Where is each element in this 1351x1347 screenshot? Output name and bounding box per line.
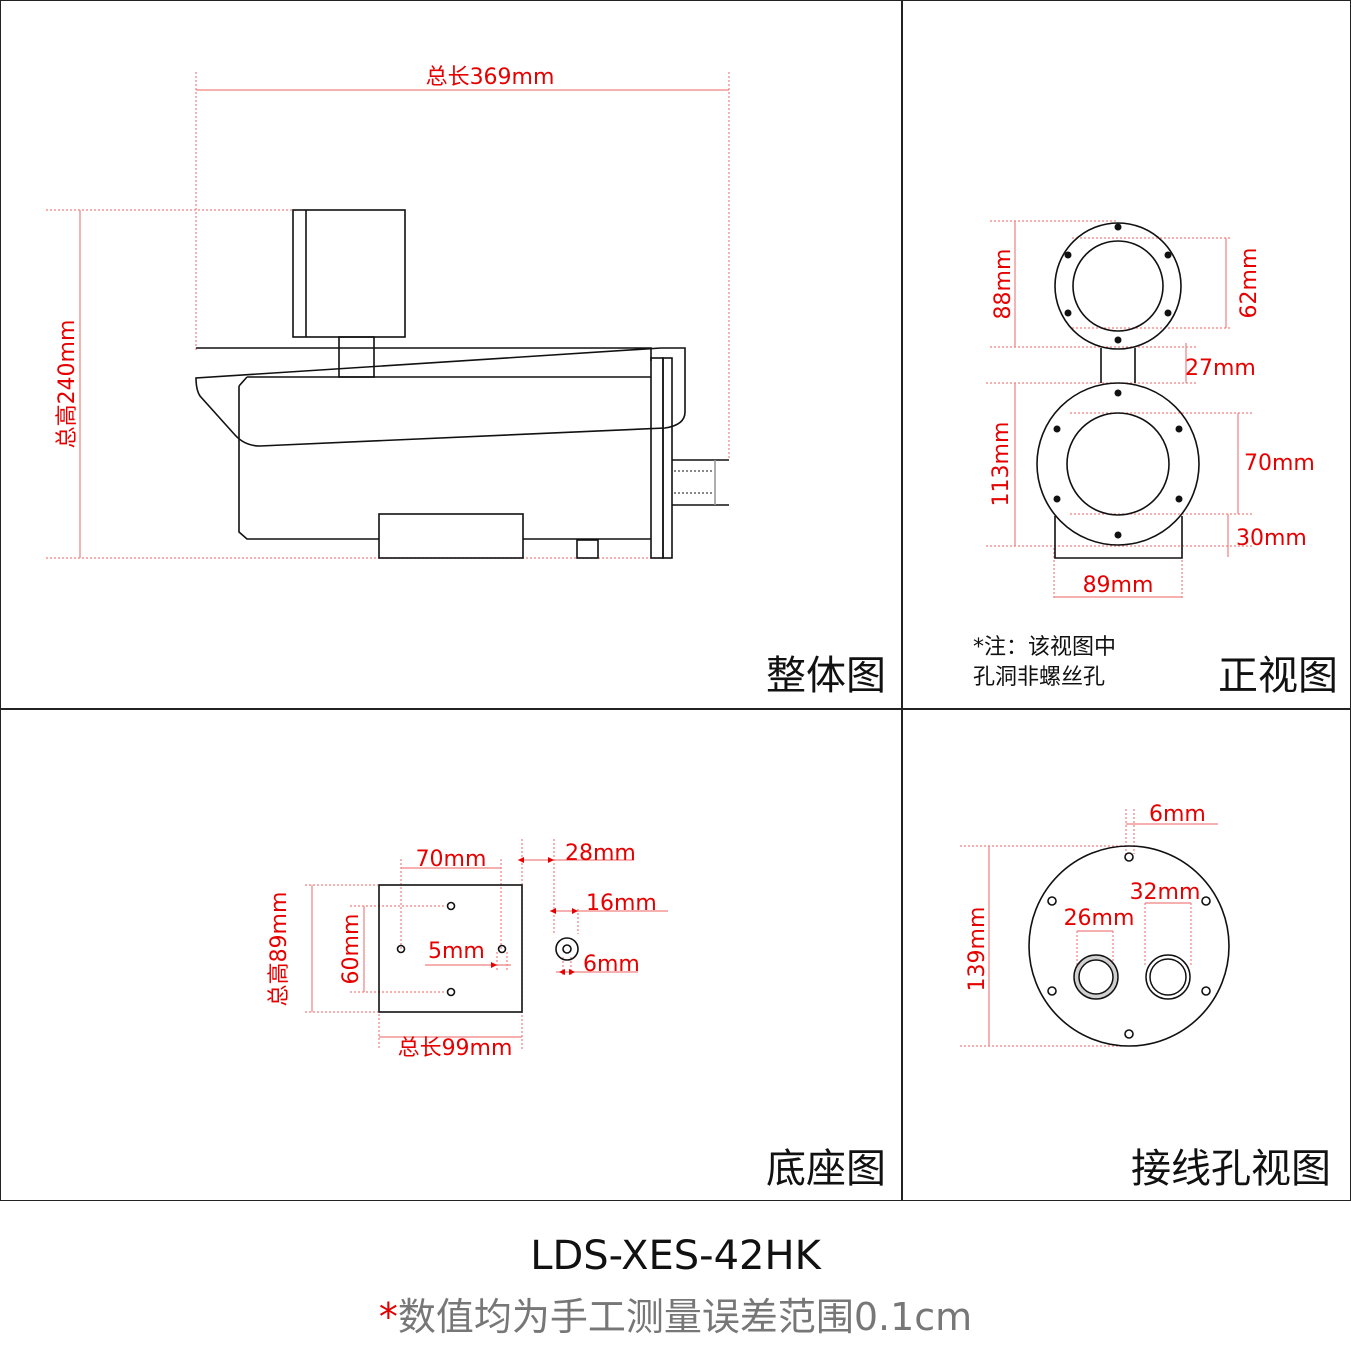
base-total-height-label: 总高89mm bbox=[267, 892, 292, 1007]
disclaimer-text: 数值均为手工测量误差范围0.1cm bbox=[397, 1295, 973, 1339]
base-offset-label: 28mm bbox=[565, 841, 636, 866]
base-spacing-x-label: 70mm bbox=[416, 847, 487, 872]
cable-gland-large bbox=[1145, 954, 1191, 1000]
cable-plate-diameter-label: 139mm bbox=[965, 907, 990, 992]
measurement-disclaimer: *数值均为手工测量误差范围0.1cm bbox=[0, 1298, 1351, 1336]
panel-title-cable-hole: 接线孔视图 bbox=[1131, 1146, 1331, 1192]
base-hole-diameter-label: 5mm bbox=[428, 939, 485, 964]
front-lower-inner-label: 70mm bbox=[1244, 451, 1315, 476]
front-view-drawing: 88mm 62mm 27mm 113mm 70mm 30mm 89mm bbox=[986, 220, 1315, 600]
overall-height-label: 总高240mm bbox=[55, 320, 80, 449]
cable-gland-large-label: 32mm bbox=[1130, 880, 1201, 905]
horizontal-divider bbox=[0, 708, 1351, 710]
panel-title-front: 正视图 bbox=[1218, 653, 1338, 699]
front-lower-outer-label: 113mm bbox=[989, 422, 1014, 507]
front-view-note: *注：该视图中 孔洞非螺丝孔 bbox=[973, 633, 1116, 693]
note-line-1: *注：该视图中 bbox=[973, 635, 1117, 660]
cable-gland-small bbox=[1073, 954, 1119, 1000]
base-washer-inner-label: 6mm bbox=[583, 952, 640, 977]
front-base-height-label: 30mm bbox=[1236, 526, 1307, 551]
base-washer-outer-label: 16mm bbox=[586, 891, 657, 916]
front-neck-label: 27mm bbox=[1185, 356, 1256, 381]
vertical-divider bbox=[901, 0, 903, 1201]
cable-screw-hole-label: 6mm bbox=[1149, 802, 1206, 827]
base-view-drawing: 70mm 60mm 5mm 总高89mm 总长99mm 28mm 16mm 6m… bbox=[267, 839, 668, 1061]
base-spacing-y-label: 60mm bbox=[339, 914, 364, 985]
panel-title-overall: 整体图 bbox=[766, 653, 886, 699]
note-line-2: 孔洞非螺丝孔 bbox=[973, 665, 1106, 690]
disclaimer-asterisk: * bbox=[378, 1295, 398, 1339]
overall-length-label: 总长369mm bbox=[426, 65, 555, 90]
front-base-width-label: 89mm bbox=[1083, 573, 1154, 598]
base-total-length-label: 总长99mm bbox=[398, 1036, 513, 1061]
model-number: LDS-XES-42HK bbox=[530, 1233, 821, 1279]
overall-view-drawing: 总长369mm 总高240mm bbox=[46, 65, 730, 559]
cable-gland-small-label: 26mm bbox=[1064, 906, 1135, 931]
panel-title-base: 底座图 bbox=[766, 1146, 886, 1192]
front-upper-outer-label: 88mm bbox=[991, 249, 1016, 320]
cable-hole-view-drawing: 6mm 139mm 26mm 32mm bbox=[960, 802, 1230, 1047]
front-upper-inner-label: 62mm bbox=[1237, 248, 1262, 319]
